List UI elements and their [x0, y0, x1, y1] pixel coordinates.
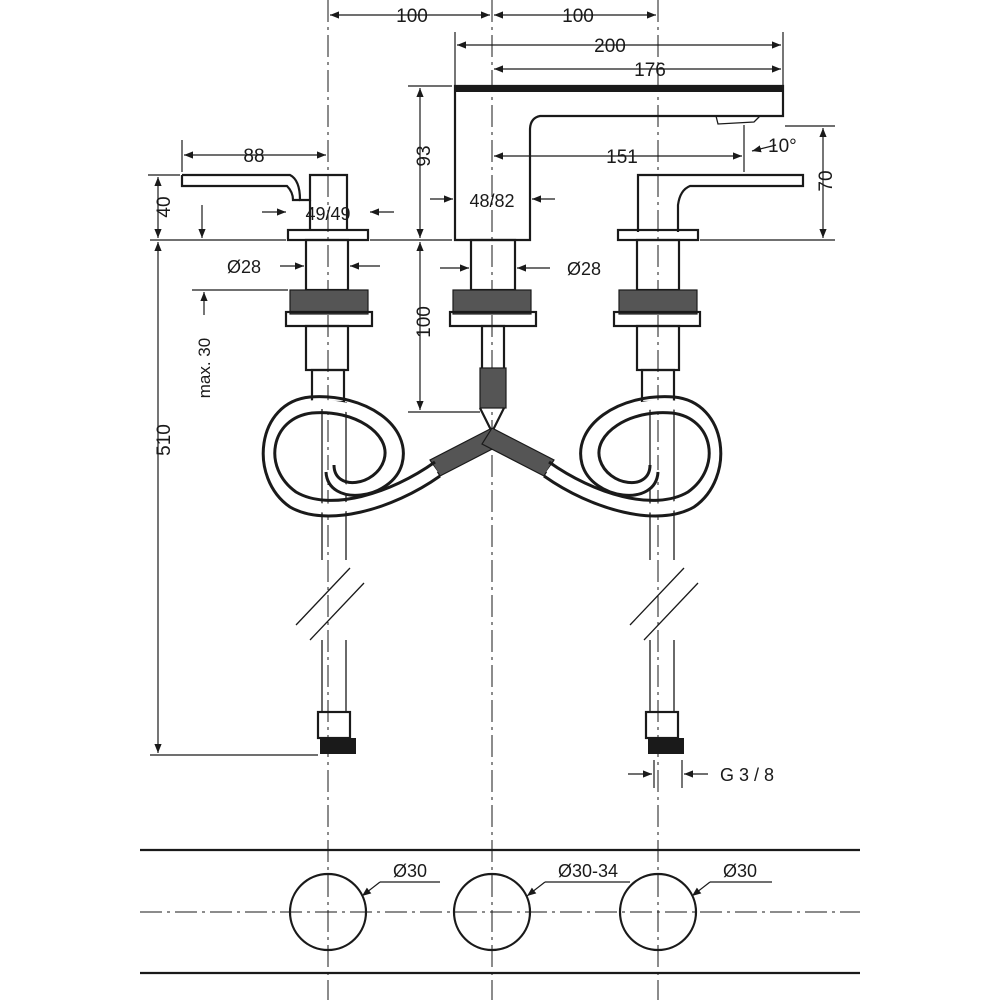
dim-outlet-height: 70	[816, 170, 837, 191]
dim-hole-left: Ø30	[393, 861, 427, 881]
dim-spout-reach: 176	[634, 60, 666, 81]
dim-connection-thread: G 3 / 8	[720, 765, 774, 785]
dim-diameter-center: Ø28	[567, 259, 601, 279]
dim-handle-base: 49/49	[305, 204, 350, 224]
right-handle	[612, 173, 805, 754]
mounting-hole-center	[452, 872, 532, 952]
break-marks	[295, 567, 699, 641]
spout	[429, 84, 785, 477]
dim-spout-length: 200	[594, 36, 626, 57]
dim-center-shank: 100	[414, 306, 435, 338]
dim-angle: 10°	[768, 136, 797, 157]
mounting-hole-right	[618, 872, 698, 952]
dim-max-thickness: max. 30	[195, 338, 214, 398]
supply-hoses	[261, 395, 723, 518]
dim-spout-offset: 151	[606, 147, 638, 168]
dim-spout-height: 93	[414, 145, 435, 166]
dim-spacing-left: 100	[396, 6, 428, 27]
dim-hose-length: 510	[154, 424, 175, 456]
dim-handle-height: 40	[154, 196, 175, 217]
countertop-plan	[140, 848, 860, 975]
dim-handle-length: 88	[243, 146, 264, 167]
mounting-hole-left	[288, 872, 368, 952]
dimension-lines	[148, 11, 835, 897]
dim-hole-right: Ø30	[723, 861, 757, 881]
dim-diameter-left: Ø28	[227, 257, 261, 277]
dim-spacing-right: 100	[562, 6, 594, 27]
dim-hole-center: Ø30-34	[558, 861, 618, 881]
dim-spout-base: 48/82	[469, 191, 514, 211]
dimension-labels: 100 100 200 176 88 151 10° 93 40 70 49/4…	[154, 6, 837, 881]
